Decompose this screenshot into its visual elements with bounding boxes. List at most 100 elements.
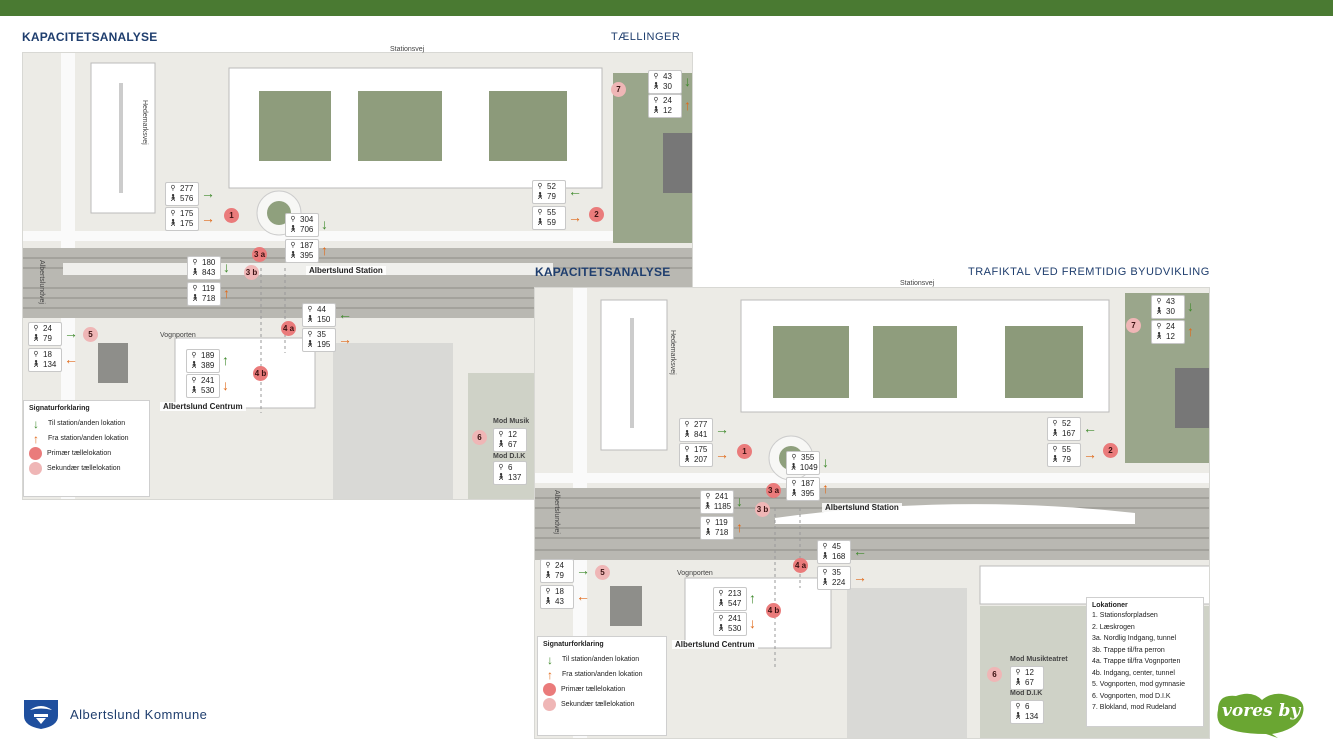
vores-by-text: vores by bbox=[1222, 701, 1301, 721]
count-badge: ⚲35🚶︎195 bbox=[302, 328, 336, 352]
from-station-arrow-icon: ↓ bbox=[222, 377, 229, 393]
location-marker: 4 b bbox=[766, 603, 781, 618]
pedestrian-icon: 🚶︎ bbox=[288, 226, 298, 233]
pedestrian-icon: 🚶︎ bbox=[168, 195, 178, 202]
pedestrian-icon: 🚶︎ bbox=[682, 431, 692, 438]
bike-icon: ⚲ bbox=[684, 421, 690, 428]
count-badge: ⚲355🚶︎1049 bbox=[786, 451, 820, 475]
count-badge: ⚲24🚶︎79 bbox=[540, 559, 574, 583]
from-station-arrow-icon: ↑ bbox=[822, 480, 829, 496]
location-list-item: 4b. Indgang, center, tunnel bbox=[1092, 669, 1175, 677]
bike-count: 180 bbox=[202, 258, 216, 267]
count-badge: ⚲304🚶︎706 bbox=[285, 213, 319, 237]
bike-icon: ⚲ bbox=[498, 464, 504, 471]
bike-count: 52 bbox=[547, 182, 556, 191]
pedestrian-icon: 🚶︎ bbox=[190, 269, 200, 276]
walk-count: 576 bbox=[180, 194, 194, 203]
bike-icon: ⚲ bbox=[33, 325, 39, 332]
location-marker: 2 bbox=[589, 207, 604, 222]
bike-icon: ⚲ bbox=[1052, 446, 1058, 453]
secondary-dot-icon bbox=[29, 462, 42, 475]
pedestrian-icon: 🚶︎ bbox=[651, 107, 661, 114]
bike-icon: ⚲ bbox=[33, 351, 39, 358]
bike-icon: ⚲ bbox=[498, 431, 504, 438]
bike-count: 55 bbox=[547, 208, 556, 217]
panel1-street-albertslundvej: Albertslundvej bbox=[38, 260, 45, 304]
bike-count: 277 bbox=[694, 420, 708, 429]
walk-count: 530 bbox=[201, 386, 215, 395]
to-station-arrow-icon: → bbox=[715, 421, 729, 437]
bike-icon: ⚲ bbox=[791, 454, 797, 461]
from-station-arrow-icon: ↑ bbox=[736, 519, 743, 535]
to-arrow-icon: ↓ bbox=[33, 416, 39, 431]
count-badge: ⚲ 277🚶︎841 bbox=[679, 418, 713, 442]
panel1-station-label: Albertslund Station bbox=[306, 266, 386, 275]
pedestrian-icon: 🚶︎ bbox=[190, 295, 200, 302]
location-marker: 5 bbox=[83, 327, 98, 342]
to-station-arrow-icon: ← bbox=[338, 306, 352, 322]
pedestrian-icon: 🚶︎ bbox=[703, 529, 713, 536]
count-badge: ⚲241🚶︎530 bbox=[713, 612, 747, 636]
bike-count: 6 bbox=[508, 463, 513, 472]
location-list-item: 4a. Trappe til/fra Vognporten bbox=[1092, 658, 1181, 665]
bike-count: 12 bbox=[508, 430, 517, 439]
bike-icon: ⚲ bbox=[192, 259, 198, 266]
bike-icon: ⚲ bbox=[192, 285, 198, 292]
pedestrian-icon: 🚶︎ bbox=[305, 341, 315, 348]
walk-count: 843 bbox=[202, 268, 216, 277]
location-list-item: 5. Vognporten, mod gymnasie bbox=[1092, 681, 1186, 688]
from-station-arrow-icon: ↑ bbox=[223, 285, 230, 301]
panel2-mod-musik: Mod Musikteatret bbox=[1010, 656, 1068, 663]
count-badge: ⚲52🚶︎167 bbox=[1047, 417, 1081, 441]
pedestrian-icon: 🚶︎ bbox=[1154, 308, 1164, 315]
count-badge: ⚲12🚶︎67 bbox=[493, 428, 527, 452]
bike-count: 119 bbox=[202, 284, 215, 293]
count-badge: ⚲119🚶︎718 bbox=[187, 282, 221, 306]
pedestrian-icon: 🚶︎ bbox=[305, 316, 315, 323]
bike-count: 6 bbox=[1025, 702, 1030, 711]
walk-count: 79 bbox=[1062, 455, 1071, 464]
legend-primary: Primær tællelokation bbox=[561, 686, 626, 693]
bike-count: 18 bbox=[555, 587, 564, 596]
bike-count: 277 bbox=[180, 184, 194, 193]
walk-count: 12 bbox=[663, 106, 672, 115]
top-brand-bar bbox=[0, 0, 1333, 16]
count-badge: ⚲175🚶︎175 bbox=[165, 207, 199, 231]
panel2-station-label: Albertslund Station bbox=[822, 503, 902, 512]
count-badge: ⚲277🚶︎576 bbox=[165, 182, 199, 206]
legend-from: Fra station/anden lokation bbox=[48, 435, 129, 442]
panel1-mod-dik: Mod D.I.K bbox=[493, 453, 526, 460]
bike-icon: ⚲ bbox=[1156, 298, 1162, 305]
walk-count: 395 bbox=[801, 489, 815, 498]
walk-count: 43 bbox=[555, 597, 564, 606]
location-list-item: 3b. Trappe til/fra perron bbox=[1092, 646, 1165, 654]
legend-title: Signaturforklaring bbox=[29, 405, 90, 412]
pedestrian-icon: 🚶︎ bbox=[31, 335, 41, 342]
count-badge: ⚲241🚶︎530 bbox=[186, 374, 220, 398]
bike-icon: ⚲ bbox=[1015, 669, 1021, 676]
pedestrian-icon: 🚶︎ bbox=[682, 456, 692, 463]
count-badge: ⚲24🚶︎12 bbox=[648, 94, 682, 118]
panel1-title: KAPACITETSANALYSE bbox=[22, 30, 158, 44]
from-station-arrow-icon: → bbox=[715, 446, 729, 462]
to-station-arrow-icon: ↓ bbox=[223, 259, 230, 275]
walk-count: 395 bbox=[300, 251, 314, 260]
to-station-arrow-icon: ↓ bbox=[684, 73, 691, 89]
location-marker: 3 b bbox=[755, 502, 770, 517]
to-station-arrow-icon: ↓ bbox=[1187, 298, 1194, 314]
walk-count: 841 bbox=[694, 430, 708, 439]
bike-icon: ⚲ bbox=[791, 480, 797, 487]
location-marker: 4 b bbox=[253, 366, 268, 381]
panel2-street-north: Stationsvej bbox=[900, 280, 935, 287]
from-station-arrow-icon: → bbox=[338, 331, 352, 347]
pedestrian-icon: 🚶︎ bbox=[1013, 713, 1023, 720]
pedestrian-icon: 🚶︎ bbox=[496, 474, 506, 481]
bike-count: 43 bbox=[663, 72, 672, 81]
bike-icon: ⚲ bbox=[170, 210, 176, 217]
walk-count: 137 bbox=[508, 473, 522, 482]
bike-icon: ⚲ bbox=[705, 519, 711, 526]
count-badge: ⚲55🚶︎79 bbox=[1047, 443, 1081, 467]
bike-count: 55 bbox=[1062, 445, 1071, 454]
location-marker: 3 a bbox=[252, 247, 267, 262]
count-badge: ⚲24🚶︎79 bbox=[28, 322, 62, 346]
